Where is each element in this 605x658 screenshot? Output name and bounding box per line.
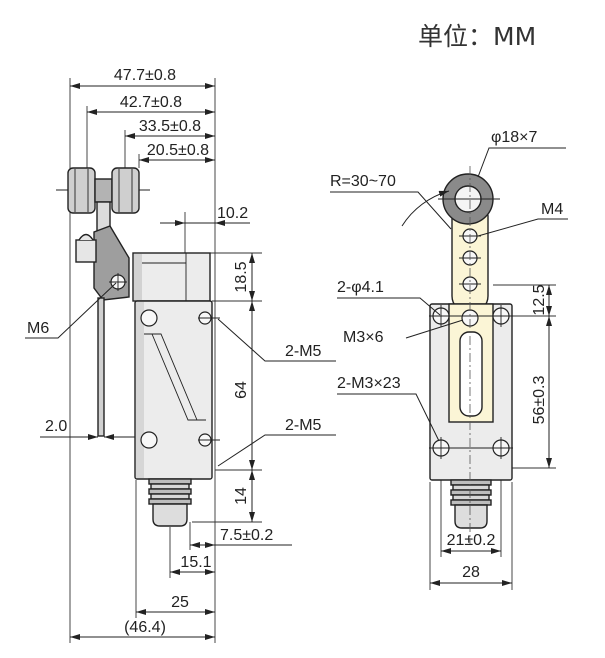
dim-rod-thickness-text: 2.0 [45, 418, 67, 435]
label-center-screw-text: M3×6 [343, 329, 384, 346]
dim-body-width: 28 [430, 564, 512, 586]
label-roller: φ18×7 [477, 129, 566, 178]
dim-head-height: 18.5 [233, 253, 255, 301]
lever-plate [93, 225, 130, 301]
front-plunger [450, 479, 492, 529]
dim-plunger-width-text: 15.1 [180, 554, 211, 571]
dim-total-depth-text: (46.4) [124, 619, 166, 636]
roller-hub [94, 178, 113, 203]
dim-overall-width-text: 47.7±0.8 [114, 67, 176, 84]
dim-top-offset-text: 12.5 [531, 284, 548, 315]
front-mount-holes [429, 305, 513, 459]
dim-head-offset-text: 10.2 [217, 205, 248, 222]
dim-plunger-offset-text: 7.5±0.2 [220, 527, 273, 544]
unit-label: 单位：MM [418, 22, 536, 51]
side-lever [75, 201, 130, 437]
dim-bottom-height-text: 14 [233, 487, 250, 505]
label-screws-text: 2-M3×23 [337, 375, 401, 392]
dim-hole-spacing-text: 21±0.2 [447, 532, 496, 549]
side-switch-body [134, 300, 220, 480]
side-hole-upper-left [140, 309, 158, 327]
label-arm-screw: M4 [477, 201, 568, 237]
label-screws: 2-M3×23 [337, 375, 440, 442]
side-plunger [148, 478, 192, 527]
dim-front-hole-pitch: 56±0.3 [531, 316, 552, 468]
dim-head-height-text: 18.5 [233, 261, 250, 292]
dim-roller-inner-text: 33.5±0.8 [139, 118, 201, 135]
dim-roller-axis-text: 20.5±0.8 [147, 142, 209, 159]
dim-side-hole-pitch-text: 64 [233, 381, 250, 399]
dim-roller-outer: 42.7±0.8 [87, 94, 215, 115]
label-upper-holes: 2-M5 [217, 318, 336, 362]
label-arm-screw-text: M4 [541, 201, 563, 218]
front-extension-lines [429, 284, 556, 590]
dim-side-hole-pitch: 64 [233, 301, 255, 470]
label-upper-holes-text: 2-M5 [285, 343, 322, 360]
side-hole-lower-left [140, 431, 158, 449]
label-mount-holes-text: 2-φ4.1 [337, 279, 384, 296]
label-lever-screw: M6 [25, 282, 117, 339]
label-center-screw: M3×6 [343, 319, 464, 346]
side-roller-assembly [56, 167, 150, 214]
dim-roller-outer-text: 42.7±0.8 [120, 94, 182, 111]
dim-front-hole-pitch-text: 56±0.3 [531, 375, 548, 424]
front-view: φ18×7 R=30~70 M4 2-φ4.1 M3×6 2-M3×23 12.… [330, 129, 568, 590]
side-switch-head [132, 252, 211, 302]
dim-body-width-text: 28 [462, 564, 480, 581]
label-lever-screw-text: M6 [27, 320, 49, 337]
dim-rod-thickness: 2.0 [40, 418, 135, 440]
dim-overall-width: 47.7±0.8 [70, 67, 215, 89]
side-view: 47.7±0.8 42.7±0.8 33.5±0.8 20.5±0.8 10.2… [25, 67, 336, 643]
dim-head-offset: 10.2 [160, 205, 250, 226]
lever-clamp [75, 239, 97, 263]
dim-hole-spacing: 21±0.2 [441, 532, 501, 554]
dim-body-depth: 25 [136, 594, 215, 615]
dim-top-offset: 12.5 [531, 284, 552, 316]
side-extension-lines [69, 78, 262, 643]
dim-plunger-offset: 7.5±0.2 [190, 527, 292, 548]
lever-rod [97, 297, 105, 437]
roller-right [111, 167, 140, 214]
front-roller [438, 173, 500, 225]
label-mount-holes: 2-φ4.1 [337, 279, 441, 316]
dim-bottom-height: 14 [233, 470, 255, 522]
label-roller-text: φ18×7 [491, 129, 538, 146]
dim-total-depth: (46.4) [70, 619, 215, 640]
label-radius: R=30~70 [330, 173, 452, 230]
roller-left [67, 167, 96, 214]
dim-roller-inner: 33.5±0.8 [125, 118, 215, 139]
label-lower-holes: 2-M5 [217, 417, 336, 467]
dim-plunger-width: 15.1 [170, 554, 215, 575]
label-radius-text: R=30~70 [330, 173, 396, 190]
label-lower-holes-text: 2-M5 [285, 417, 322, 434]
dim-roller-axis: 20.5±0.8 [139, 142, 215, 163]
dim-body-depth-text: 25 [171, 594, 189, 611]
